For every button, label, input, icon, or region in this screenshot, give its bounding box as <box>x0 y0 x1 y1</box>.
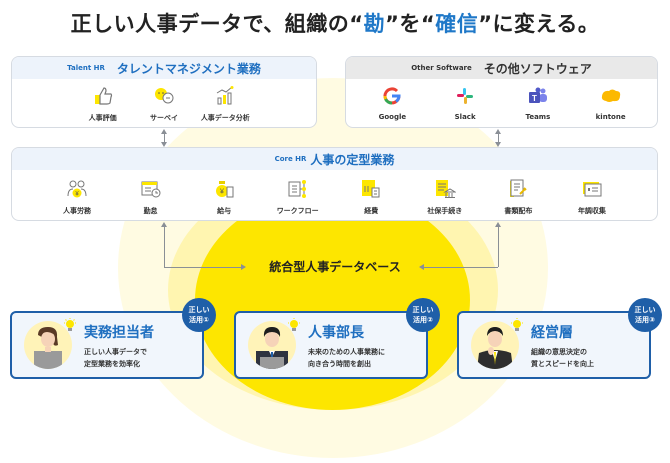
core-db-left-horizontal <box>164 267 242 268</box>
avatar <box>24 321 72 369</box>
svg-text:¥: ¥ <box>220 189 224 196</box>
other-software-en-label: Other Software <box>411 64 472 72</box>
arrow-down-icon <box>161 142 167 147</box>
usage-badge-2: 正しい 活用② <box>406 298 440 332</box>
lightbulb-icon <box>64 317 76 336</box>
yen-bag-icon: ¥ <box>213 178 235 200</box>
talent-item-survey[interactable]: サーベイ <box>133 85 194 123</box>
headline-highlight-certainty: 確信 <box>435 12 479 36</box>
core-db-right-connector <box>498 224 499 267</box>
software-item-kintone[interactable]: kintone <box>576 85 646 121</box>
core-item-labor[interactable]: ¥ 人事労務 <box>42 178 112 216</box>
integrated-hr-database-label: 統合型人事データベース <box>269 260 401 274</box>
core-hr-header: Core HR 人事の定型業務 <box>12 148 657 170</box>
persona-card-hr-manager[interactable]: 人事部長 未来のための人事業務に 向き合う時間を創出 <box>234 311 428 379</box>
software-item-google[interactable]: Google <box>357 85 427 121</box>
talent-hr-jp-label: タレントマネジメント業務 <box>116 61 261 76</box>
headline-part2: ”を“ <box>385 12 436 36</box>
persona-title: 実務担当者 <box>84 325 154 341</box>
core-hr-panel: Core HR 人事の定型業務 ¥ 人事労務 勤怠 ¥ 給与 ワークフロー <box>11 147 658 221</box>
software-item-slack[interactable]: Slack <box>430 85 500 121</box>
svg-text:¥: ¥ <box>75 192 79 198</box>
arrow-up-icon <box>161 222 167 227</box>
workflow-icon <box>287 178 309 200</box>
lightbulb-icon <box>288 317 300 336</box>
lightbulb-icon <box>511 317 523 336</box>
other-software-panel: Other Software その他ソフトウェア Google Slack T … <box>345 56 658 128</box>
other-software-header: Other Software その他ソフトウェア <box>346 57 657 79</box>
other-software-jp-label: その他ソフトウェア <box>483 61 592 76</box>
talent-core-connector <box>164 131 165 144</box>
software-item-teams[interactable]: T Teams <box>503 85 573 121</box>
persona-title: 経営層 <box>531 325 573 341</box>
persona-title: 人事部長 <box>308 325 364 341</box>
arrow-left-icon <box>419 264 424 270</box>
core-item-social-insurance[interactable]: 社保手続き <box>410 178 480 216</box>
slack-icon <box>454 85 476 107</box>
kintone-icon <box>600 85 622 107</box>
svg-text:T: T <box>532 94 537 103</box>
persona-description: 正しい人事データで 定型業務を効率化 <box>84 348 147 368</box>
core-item-expense[interactable]: 経費 <box>336 178 406 216</box>
headline-highlight-intuition: 勘 <box>363 12 386 36</box>
core-db-right-horizontal <box>424 267 498 268</box>
persona-description: 未来のための人事業務に 向き合う時間を創出 <box>308 348 385 368</box>
arrow-up-icon <box>495 129 501 134</box>
hr-manager-illustration-icon <box>256 327 288 369</box>
talent-item-data-analysis[interactable]: 人事データ分析 <box>195 85 256 123</box>
people-icon: ¥ <box>66 178 88 200</box>
usage-badge-3: 正しい 活用③ <box>628 298 662 332</box>
bar-chart-icon <box>214 85 236 107</box>
avatar <box>471 321 519 369</box>
google-icon <box>381 85 403 107</box>
talent-item-evaluation[interactable]: 人事評価 <box>72 85 133 123</box>
thumbs-up-icon <box>92 85 114 107</box>
headline-part1: 正しい人事データで、組織の“ <box>70 12 364 36</box>
arrow-up-icon <box>161 129 167 134</box>
talent-hr-en-label: Talent HR <box>67 64 105 72</box>
core-item-attendance[interactable]: 勤怠 <box>116 178 186 216</box>
core-item-workflow[interactable]: ワークフロー <box>263 178 333 216</box>
persona-card-practitioner[interactable]: 実務担当者 正しい人事データで 定型業務を効率化 <box>10 311 204 379</box>
core-db-left-connector <box>164 224 165 267</box>
expense-receipt-icon <box>360 178 382 200</box>
core-item-payroll[interactable]: ¥ 給与 <box>189 178 259 216</box>
headline-part3: ”に変える。 <box>478 12 600 36</box>
calendar-clock-icon <box>140 178 162 200</box>
avatar <box>248 321 296 369</box>
software-core-connector <box>498 131 499 144</box>
core-hr-en-label: Core HR <box>274 155 307 163</box>
teams-icon: T <box>527 85 549 107</box>
document-send-icon <box>507 178 529 200</box>
core-item-year-end-collection[interactable]: 年調収集 <box>557 178 627 216</box>
arrow-up-icon <box>495 222 501 227</box>
arrow-down-icon <box>495 142 501 147</box>
talent-hr-header: Talent HR タレントマネジメント業務 <box>12 57 316 79</box>
usage-badge-1: 正しい 活用① <box>182 298 216 332</box>
persona-card-executive[interactable]: 経営層 組織の意思決定の 質とスピードを向上 <box>457 311 651 379</box>
page-headline: 正しい人事データで、組織の“勘”を“確信”に変える。 <box>0 8 670 38</box>
core-item-document-distribution[interactable]: 書類配布 <box>483 178 553 216</box>
talent-hr-panel: Talent HR タレントマネジメント業務 人事評価 サーベイ 人事データ分析 <box>11 56 317 128</box>
core-hr-jp-label: 人事の定型業務 <box>310 152 395 167</box>
year-end-card-icon <box>581 178 603 200</box>
practitioner-illustration-icon <box>34 327 62 369</box>
survey-chat-icon <box>153 85 175 107</box>
executive-illustration-icon <box>477 327 513 369</box>
arrow-right-icon <box>241 264 246 270</box>
social-insurance-icon <box>434 178 456 200</box>
persona-description: 組織の意思決定の 質とスピードを向上 <box>531 348 594 368</box>
